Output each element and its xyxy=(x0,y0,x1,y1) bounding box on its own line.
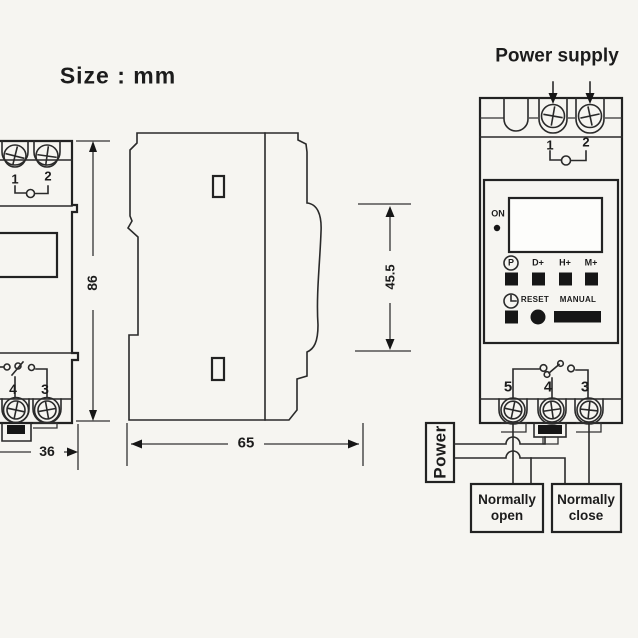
screw-terminal-icon xyxy=(500,397,526,423)
terminal-label-3: 3 xyxy=(580,378,590,396)
hour-button-key xyxy=(559,272,572,286)
relay-contact-symbol xyxy=(512,359,589,398)
program-button-ring xyxy=(503,255,519,271)
normally-close-label: Normally close xyxy=(557,492,615,523)
din-clip xyxy=(533,422,567,445)
terminal-label-5: 5 xyxy=(503,378,513,396)
mounting-slot xyxy=(211,174,226,199)
terminal-label-1: 1 xyxy=(11,171,19,187)
wire-power-to-nc xyxy=(453,450,566,485)
day-button-label: D+ xyxy=(532,257,544,268)
front-view-bottom-terminals xyxy=(1,396,62,442)
dimension-36 xyxy=(0,424,79,470)
power-box-label: Power xyxy=(430,425,450,479)
manual-label: MANUAL xyxy=(559,295,597,304)
timer-bottom-terminals xyxy=(479,397,623,445)
normally-open-box xyxy=(469,482,545,534)
dimension-65 xyxy=(126,423,364,466)
size-unit-label: Size : mm xyxy=(59,62,177,89)
on-led-icon xyxy=(493,224,501,232)
dimension-panel-label: 45.5 xyxy=(382,264,398,290)
day-button-key xyxy=(532,272,545,286)
dimension-height-label: 86 xyxy=(84,275,100,291)
din-clip xyxy=(1,422,58,442)
minute-button-label: M+ xyxy=(584,257,598,268)
normally-open-label: Normally open xyxy=(478,492,536,523)
dimension-width-label: 36 xyxy=(39,443,55,459)
wire-power-to-common xyxy=(453,436,546,445)
dimension-depth-label: 65 xyxy=(237,434,255,452)
power-box xyxy=(424,421,456,484)
manual-button-bar xyxy=(554,311,601,323)
terminal-link-symbol xyxy=(549,150,587,166)
relay-contact-symbol xyxy=(0,360,48,398)
program-button-label: P xyxy=(507,257,515,268)
lcd-display-outline xyxy=(0,231,59,279)
dimension-86 xyxy=(76,140,110,422)
screw-terminal-icon xyxy=(33,396,61,424)
dimension-45-5 xyxy=(355,203,411,352)
on-label: ON xyxy=(491,208,505,219)
screw-terminal-icon xyxy=(2,396,30,424)
power-supply-label: Power supply xyxy=(495,45,619,67)
front-view-outline xyxy=(0,139,80,425)
terminal-label-1: 1 xyxy=(546,137,554,153)
reset-button-key xyxy=(505,310,518,324)
normally-close-box xyxy=(550,482,623,534)
terminal-label-2: 2 xyxy=(582,134,590,150)
clock-icon xyxy=(503,293,519,309)
front-view-top-terminals xyxy=(1,140,61,199)
screw-terminal-icon xyxy=(539,397,565,423)
reset-label: RESET xyxy=(520,295,550,304)
terminal-label-2: 2 xyxy=(44,168,52,184)
program-button-key xyxy=(505,272,518,286)
hour-button-label: H+ xyxy=(559,257,571,268)
screw-terminal-icon xyxy=(576,397,602,423)
down-arrow-icon xyxy=(585,93,595,104)
minute-button-key xyxy=(585,272,598,286)
power-input-arrows xyxy=(548,81,595,104)
screw-terminal-icon xyxy=(3,144,27,168)
terminal-label-4: 4 xyxy=(9,381,17,397)
wiring-diagram xyxy=(424,421,623,534)
down-arrow-icon xyxy=(548,93,558,104)
mounting-slot xyxy=(210,356,226,382)
terminal-link-symbol xyxy=(14,185,49,199)
reset-round-button xyxy=(530,309,546,325)
terminal-label-3: 3 xyxy=(41,381,49,397)
timer-front-panel xyxy=(482,178,620,345)
side-view-outline xyxy=(126,132,322,421)
screw-terminal-icon xyxy=(35,144,59,168)
terminal-label-4: 4 xyxy=(543,378,553,396)
screw-terminal-icon xyxy=(540,103,566,129)
lcd-display xyxy=(507,196,604,254)
screw-terminal-icon xyxy=(577,103,603,129)
